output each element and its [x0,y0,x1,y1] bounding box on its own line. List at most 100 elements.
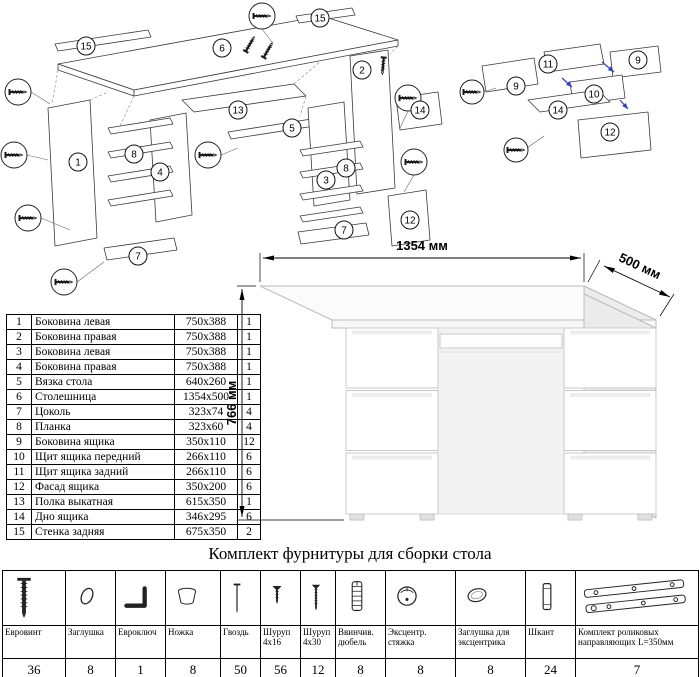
part-name: Планка [31,419,175,435]
part-name: Боковина правая [31,329,175,345]
part-size: 350x200 [174,479,238,495]
svg-text:1: 1 [75,158,81,169]
hw-qty: 12 [300,658,336,677]
svg-text:7: 7 [135,252,141,263]
cam-lock-icon [397,586,417,606]
callout-11: 11 [538,54,558,74]
part-number: 10 [6,449,32,465]
screw-detail-icon [4,78,32,106]
svg-text:12: 12 [604,128,616,139]
callout-9a: 9 [506,76,526,96]
part-name: Полка выкатная [31,494,175,510]
part-size: 1354x500 [174,389,238,405]
cell-euroscrew [2,570,66,626]
svg-text:8: 8 [343,164,349,175]
callout-15b: 15 [310,8,330,28]
part-size: 750x388 [174,314,238,330]
part-size: 750x388 [174,359,238,375]
callout-5: 5 [282,118,302,138]
callout-10: 10 [584,84,604,104]
cell-screw-in-dowel [335,570,386,626]
svg-text:2: 2 [359,66,365,77]
svg-text:15: 15 [314,14,326,25]
hw-qty: 50 [220,658,261,677]
callout-12b: 12 [600,122,620,142]
parts-table-row: 12 Фасад ящика 350x200 6 [6,479,261,495]
part-number: 9 [6,434,32,450]
part-name: Стенка задняя [31,524,175,540]
part-size: 266x110 [174,464,238,480]
screw-detail-icon [194,141,222,169]
part-number: 4 [6,359,32,375]
callout-3: 3 [316,170,336,190]
part-qty: 2 [237,524,261,540]
screw-detail-icon [503,137,529,163]
screw-4x30-icon [311,584,321,611]
parts-table-body: 1 Боковина левая 750x388 1 2 Боковина пр… [6,314,261,540]
cam-cover-icon [467,588,487,603]
desk-foot [349,513,365,521]
part-qty: 6 [237,464,261,480]
part-name: Дно ящика [31,509,175,525]
part-back-panel-left [54,29,152,52]
callout-9b: 9 [628,50,648,70]
callout-1: 1 [68,152,88,172]
callout-6: 6 [212,38,232,58]
desk-render: 1354 мм 500 мм 766 мм [226,238,675,521]
screw-detail-icon [248,2,276,30]
svg-text:3: 3 [323,176,329,187]
cell-cam-lock [385,570,456,626]
part-name: Вязка стола [31,374,175,390]
part-qty: 12 [237,434,261,450]
hardware-icons-row [2,570,699,626]
hw-name: Евроключ [115,625,166,659]
part-number: 6 [6,389,32,405]
hw-qty: 1 [115,658,166,677]
part-name: Боковина правая [31,359,175,375]
part-number: 1 [6,314,32,330]
hw-qty: 8 [385,658,456,677]
part-callouts: 15 6 15 2 1 13 8 4 5 8 3 7 7 12 14 [68,8,430,266]
hw-qty: 8 [455,658,526,677]
parts-table-row: 15 Стенка задняя 675x350 2 [6,524,261,540]
callout-14b: 14 [548,100,568,120]
drawer-assembly-detail-diagram: 11 9 9 10 14 12 [459,43,662,163]
part-name: Щит ящика задний [31,464,175,480]
part-left-side [47,99,98,247]
screw-detail-icon [14,204,42,232]
hw-name: Шуруп 4x16 [260,625,301,659]
svg-text:12: 12 [404,216,416,227]
part-size: 350x110 [174,434,238,450]
screw-detail-icon [50,268,78,296]
part-size: 675x350 [174,524,238,540]
parts-table-row: 3 Боковина левая 750x388 1 [6,344,261,360]
part-qty: 1 [237,344,261,360]
part-qty: 1 [237,314,261,330]
parts-table-row: 1 Боковина левая 750x388 1 [6,314,261,330]
hw-qty: 8 [335,658,386,677]
part-name: Фасад ящика [31,479,175,495]
part-size: 750x388 [174,344,238,360]
plug-icon [80,587,94,605]
screw-in-dowel-icon [351,581,363,611]
part-number: 12 [6,479,32,495]
callout-15a: 15 [76,36,96,56]
hw-name: Шуруп 4x30 [300,625,336,659]
part-qty: 1 [237,389,261,405]
part-name: Боковина левая [31,344,175,360]
svg-text:5: 5 [289,124,295,135]
left-pedestal [345,327,439,515]
parts-table-row: 4 Боковина правая 750x388 1 [6,359,261,375]
svg-text:9: 9 [635,56,641,67]
wood-dowel-icon [542,583,552,611]
part-size: 615x350 [174,494,238,510]
hardware-names-row: Евровинт Заглушка Евроключ Ножка Гвоздь … [2,625,699,659]
svg-text:9: 9 [513,82,519,93]
part-number: 2 [6,329,32,345]
desk-foot [637,513,653,521]
callout-8a: 8 [124,144,144,164]
part-qty: 6 [237,449,261,465]
part-size: 750x388 [174,329,238,345]
part-qty: 1 [237,329,261,345]
